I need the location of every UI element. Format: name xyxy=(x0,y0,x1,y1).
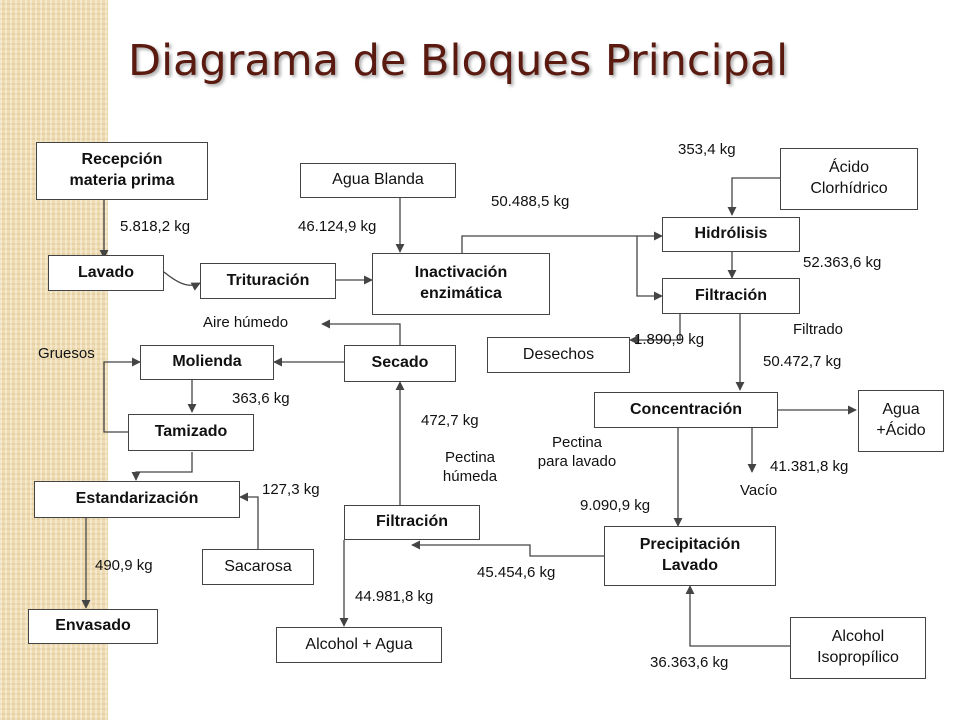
label-q-filtrado: 50.472,7 kg xyxy=(763,353,842,370)
label-q-alcohol-agua: 44.981,8 kg xyxy=(355,588,434,605)
block-agua-blanda: Agua Blanda xyxy=(300,163,456,198)
block-trituracion: Trituración xyxy=(200,263,336,299)
block-recepcion: Recepción materia prima xyxy=(36,142,208,200)
label-q-inactivacion: 50.488,5 kg xyxy=(491,193,570,210)
arrow-tamizado-gruesos xyxy=(103,357,141,433)
block-hidrolisis: Hidrólisis xyxy=(662,217,800,252)
block-acido: Ácido Clorhídrico xyxy=(780,148,918,210)
label-q-precipitacion: 45.454,6 kg xyxy=(477,564,556,581)
block-inactivacion: Inactivación enzimática xyxy=(372,253,550,315)
block-molienda: Molienda xyxy=(140,345,274,380)
label-q-hidrolisis: 52.363,6 kg xyxy=(803,254,882,271)
label-q-pectina-lavado: 9.090,9 kg xyxy=(580,497,651,514)
label-filtrado: Filtrado xyxy=(793,321,844,338)
block-estandarizacion: Estandarización xyxy=(34,481,240,518)
arrow-inactivacion-hidrolisis xyxy=(461,231,663,253)
label-q-isopropilico: 36.363,6 kg xyxy=(650,654,729,671)
label-q-molienda: 363,6 kg xyxy=(232,390,290,407)
label-q-acido: 353,4 kg xyxy=(678,141,736,158)
label-q-agua-acido: 41.381,8 kg xyxy=(770,458,849,475)
label-q-desechos: 1.890,9 kg xyxy=(634,331,705,348)
arrow-tamizado-estandarizacion xyxy=(131,452,193,481)
block-alcohol-agua: Alcohol + Agua xyxy=(276,627,442,663)
label-q-agua-blanda: 46.124,9 kg xyxy=(298,218,377,235)
arrow-filtracion-desechos xyxy=(629,314,681,345)
block-concentracion: Concentración xyxy=(594,392,778,428)
label-vacio: Vacío xyxy=(740,482,778,499)
label-aire-humedo: Aire húmedo xyxy=(203,314,289,331)
arrow-isopropilico-precipitacion xyxy=(685,585,790,647)
block-envasado: Envasado xyxy=(28,609,158,644)
label-pectina-lavado: Pectina para lavado xyxy=(537,434,617,470)
block-lavado: Lavado xyxy=(48,255,164,291)
block-secado: Secado xyxy=(344,345,456,382)
arrow-secado-aire xyxy=(321,319,401,345)
label-q-secado: 472,7 kg xyxy=(421,412,479,429)
label-gruesos: Gruesos xyxy=(38,345,95,362)
block-filtracion-2: Filtración xyxy=(344,505,480,540)
decorative-side-stripe xyxy=(0,0,108,720)
label-q-sacarosa: 127,3 kg xyxy=(262,481,320,498)
block-filtracion-1: Filtración xyxy=(662,278,800,314)
block-desechos: Desechos xyxy=(487,337,630,373)
block-tamizado: Tamizado xyxy=(128,414,254,451)
block-alcohol-isopropilico: Alcohol Isopropílico xyxy=(790,617,926,679)
arrow-sacarosa-estandarizacion xyxy=(239,492,259,549)
arrow-inactivacion-filtracion xyxy=(636,236,663,301)
arrow-acido-hidrolisis xyxy=(727,177,780,216)
block-agua-acido: Agua +Ácido xyxy=(858,390,944,452)
arrow-lavado-trituracion xyxy=(163,271,201,291)
label-pectina-humeda: Pectina húmeda xyxy=(442,449,498,485)
arrow-precipitacion-filtracion xyxy=(411,540,604,557)
page-title: Diagrama de Bloques Principal xyxy=(128,36,789,86)
block-precipitacion: Precipitación Lavado xyxy=(604,526,776,586)
block-sacarosa: Sacarosa xyxy=(202,549,314,585)
label-q-envasado: 490,9 kg xyxy=(95,557,153,574)
label-q-lavado: 5.818,2 kg xyxy=(120,218,191,235)
